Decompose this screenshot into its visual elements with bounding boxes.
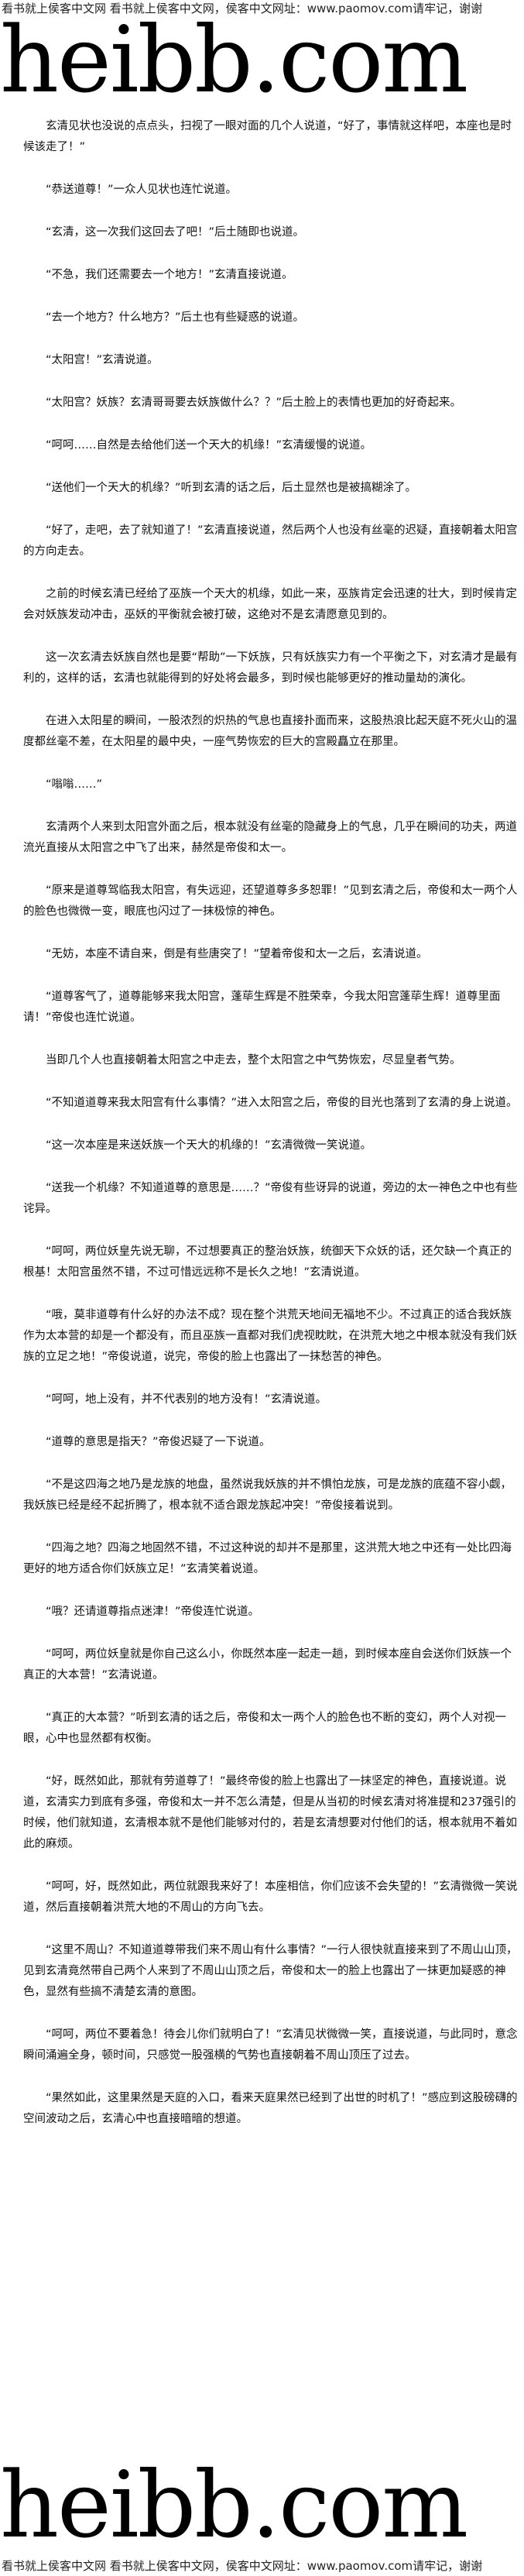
paragraph: “呵呵……自然是去给他们送一个天大的机缘！”玄清缓慢的说道。 (46, 439, 372, 452)
paragraph: “送我一个机缘？不知道道尊的意思是……？”帝俊有些讶异的说道，旁边的太一神色之中… (23, 1182, 518, 1215)
paragraph: “玄清，这一次我们这回去了吧！”后土随即也说道。 (46, 226, 305, 239)
paragraph: 在进入太阳星的瞬间，一股浓烈的炽热的气息也直接扑面而来，这股热浪比起天庭不死火山… (23, 715, 517, 748)
paragraph: “原来是道尊驾临我太阳宫，有失远迎，还望道尊多多恕罪！”见到玄清之后，帝俊和太一… (23, 884, 518, 918)
paragraph: “无妨，本座不请自来，倒是有些唐突了！”望着帝俊和太一之后，玄清说道。 (46, 948, 428, 960)
paragraph: “哦，莫非道尊有什么好的办法不成？现在整个洪荒天地间无福地不少。不过真正的适合我… (23, 1309, 517, 1363)
paragraph: “嗡嗡……” (46, 778, 103, 791)
paragraph: “这一次本座是来送妖族一个天大的机缘的！”玄清微微一笑说道。 (46, 1139, 372, 1152)
paragraph: “道尊客气了，道尊能够来我太阳宫，蓬荜生辉是不胜荣幸，今我太阳宫蓬荜生辉！道尊里… (23, 991, 501, 1024)
footer-banner: 看书就上侯客中文网 看书就上侯客中文网，侯客中文网址：www.paomov.co… (2, 2559, 483, 2573)
paragraph: “真正的大本营？”听到玄清的话之后，帝俊和太一两个人的脸色也不断的变幻，两个人对… (23, 1712, 507, 1745)
paragraph: “太阳宫！”玄清说道。 (46, 354, 159, 366)
paragraph: “不是这四海之地乃是龙族的地盘，虽然说我妖族的并不惧怕龙族，可是龙族的底蕴不容小… (23, 1479, 512, 1512)
paragraph: “不知道道尊来我太阳宫有什么事情？”进入太阳宫之后，帝俊的目光也落到了玄清的身上… (46, 1097, 518, 1109)
paragraph: “好，既然如此，那就有劳道尊了！”最终帝俊的脸上也露出了一抹坚定的神色，直接说道… (23, 1775, 517, 1850)
paragraph: “呵呵，好，既然如此，两位就跟我来好了！本座相信，你们应该不会失望的！”玄清微微… (23, 1880, 518, 1914)
paragraph: “四海之地？四海之地固然不错，不过这种说的却并不是那里，这洪荒大地之中还有一处比… (23, 1542, 512, 1575)
paragraph: 当即几个人也直接朝着太阳宫之中走去，整个太阳宫之中气势恢宏，尽显皇者气势。 (46, 1054, 461, 1066)
header-banner: 看书就上侯客中文网 看书就上侯客中文网，侯客中文网址：www.paomov.co… (2, 2, 483, 15)
paragraph: 这一次玄清去妖族自然也是要“帮助”一下妖族，只有妖族实力有一个平衡之下，对玄清才… (23, 651, 518, 685)
paragraph: “送他们一个天大的机缘？”听到玄清的话之后，后土显然也是被搞糊涂了。 (46, 482, 417, 494)
paragraph: “呵呵，两位妖皇就是你自己这么小，你既然本座一起走一趟，到时候本座自会送你们妖族… (23, 1648, 512, 1681)
paragraph: 玄清见状也没说的点点头，扫视了一眼对面的几个人说道，“好了，事情就这样吧，本座也… (23, 120, 512, 153)
paragraph: “不急，我们还需要去一个地方！”玄清直接说道。 (46, 269, 293, 281)
paragraph: “道尊的意思是指天？”帝俊迟疑了一下说道。 (46, 1436, 271, 1448)
paragraph: 玄清两个人来到太阳宫外面之后，根本就没有丝毫的隐藏身上的气息，几乎在瞬间的功夫，… (23, 821, 517, 854)
chapter-content: 玄清见状也没说的点点头，扫视了一眼对面的几个人说道，“好了，事情就这样吧，本座也… (23, 116, 519, 2130)
paragraph: “呵呵，地上没有，并不代表别的地方没有！”玄清说道。 (46, 1393, 327, 1406)
site-logo-bottom: heibb.com (0, 2451, 468, 2558)
paragraph: “太阳宫？妖族？玄清哥哥要去妖族做什么？？”后土脸上的表情也更加的好奇起来。 (46, 397, 462, 409)
paragraph: “果然如此，这里果然是天庭的入口，看来天庭果然已经到了出世的时机了！”感应到这股… (23, 2092, 518, 2125)
paragraph: “好了，走吧，去了就知道了！”玄清直接说道，然后两个人也没有丝毫的迟疑，直接朝着… (23, 524, 518, 558)
paragraph: “呵呵，两位妖皇先说无聊，不过想要真正的整治妖族，统御天下众妖的话，还欠缺一个真… (23, 1245, 512, 1279)
paragraph: “恭送道尊！”一众人见状也连忙说道。 (46, 184, 238, 196)
paragraph: “这里不周山？不知道道尊带我们来不周山有什么事情？”一行人很快就直接来到了不周山… (23, 1944, 518, 1998)
paragraph: “呵呵，两位不要着急！待会儿你们就明白了！”玄清见状微微一笑，直接说道，与此同时… (23, 2028, 518, 2062)
paragraph: 之前的时候玄清已经给了巫族一个天大的机缘，如此一来，巫族肯定会迅速的壮大，到时候… (23, 588, 517, 621)
paragraph: “去一个地方？什么地方？”后土也有些疑惑的说道。 (46, 311, 305, 324)
site-logo-top: heibb.com (0, 6, 468, 113)
paragraph: “哦？还请道尊指点迷津！”帝俊连忙说道。 (46, 1606, 260, 1618)
